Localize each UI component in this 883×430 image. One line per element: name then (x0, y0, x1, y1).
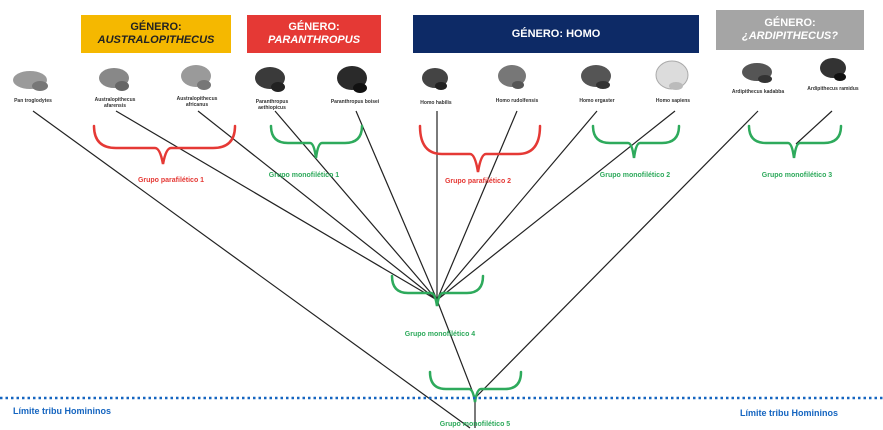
bracket-monophyletic-4 (390, 274, 485, 307)
skull-icon-au-afarensis (99, 68, 129, 91)
skull-icon-h-sapiens (655, 60, 689, 90)
group-label-paraphyletic-1: Grupo parafilético 1 (137, 177, 205, 184)
branch-h-ergaster (436, 110, 598, 301)
skull-icon-ar-kadabba (742, 63, 772, 83)
branch-au-afarensis (115, 110, 438, 301)
genus-box-ardipithecus: GÉNERO: ¿ARDIPITHECUS? (716, 10, 864, 50)
genus-box-title: GÉNERO: (764, 17, 816, 29)
species-label: Ardipithecus ramidus (807, 86, 859, 92)
species-label: Paranthropus aethiopicus (255, 99, 289, 111)
bracket-paraphyletic-1 (92, 124, 237, 165)
group-label-monophyletic-5: Grupo monofilético 5 (439, 421, 511, 428)
skull-icon-h-habilis (422, 68, 448, 90)
genus-box-name: PARANTHROPUS (267, 34, 361, 46)
group-label-monophyletic-2: Grupo monofilético 2 (599, 172, 671, 179)
bracket-monophyletic-1 (269, 124, 364, 159)
genus-box-name: ¿ARDIPITHECUS? (742, 30, 838, 42)
branch-h-sapiens (436, 110, 676, 301)
group-label-paraphyletic-2: Grupo parafilético 2 (444, 178, 512, 185)
species-label: Pan troglodytes (14, 98, 52, 104)
skull-icon-h-rudolfensis (498, 65, 526, 89)
genus-box-paranthropus: GÉNERO: PARANTHROPUS (247, 15, 381, 53)
species-label: Paranthropus boisei (330, 99, 380, 105)
skull-icons (13, 58, 846, 93)
species-label: Homo sapiens (655, 98, 691, 104)
group-label-monophyletic-1: Grupo monofilético 1 (268, 172, 340, 179)
skull-icon-pan-troglodytes (13, 71, 48, 91)
bracket-monophyletic-2 (591, 124, 681, 159)
species-label: Homo habilis (420, 100, 452, 106)
genus-box-title: GÉNERO: (130, 21, 182, 33)
branch-ar-ramidus (795, 110, 833, 145)
branch-p-boisei (355, 110, 438, 301)
skull-icon-ar-ramidus (820, 58, 846, 81)
genus-box-homo: GÉNERO: HOMO (413, 15, 699, 53)
branch-internal-node (436, 299, 476, 399)
tree-branches (32, 110, 833, 429)
genus-box-australopithecus: GÉNERO: AUSTRALOPITHECUS (81, 15, 231, 53)
genus-box-name: AUSTRALOPITHECUS (97, 34, 215, 46)
group-label-monophyletic-3: Grupo monofilético 3 (761, 172, 833, 179)
group-brackets (92, 124, 843, 403)
species-label: Ardipithecus kadabba (731, 89, 785, 95)
skull-icon-p-aethiopicus (255, 67, 285, 92)
bracket-monophyletic-5 (428, 370, 523, 403)
branch-ar-kadabba (474, 110, 759, 399)
species-label: Australopithecus afarensis (94, 97, 136, 109)
species-label: Australopithecus africanus (176, 96, 218, 108)
tribe-limit-label-right: Límite tribu Homininos (740, 408, 838, 418)
tribe-limit-label-left: Límite tribu Homininos (13, 406, 111, 416)
skull-icon-p-boisei (337, 66, 367, 93)
genus-box-title: GÉNERO: HOMO (511, 27, 601, 40)
bracket-paraphyletic-2 (418, 124, 542, 173)
genus-box-title: GÉNERO: (288, 21, 340, 33)
branch-pan-troglodytes (32, 110, 471, 429)
skull-icon-h-ergaster (581, 65, 611, 89)
group-label-monophyletic-4: Grupo monofilético 4 (404, 331, 476, 338)
branch-h-rudolfensis (436, 110, 518, 301)
species-label: Homo ergaster (579, 98, 615, 104)
bracket-monophyletic-3 (747, 124, 843, 159)
species-label: Homo rudolfensis (495, 98, 539, 104)
branch-au-africanus (197, 110, 438, 301)
skull-icon-au-africanus (181, 65, 211, 90)
